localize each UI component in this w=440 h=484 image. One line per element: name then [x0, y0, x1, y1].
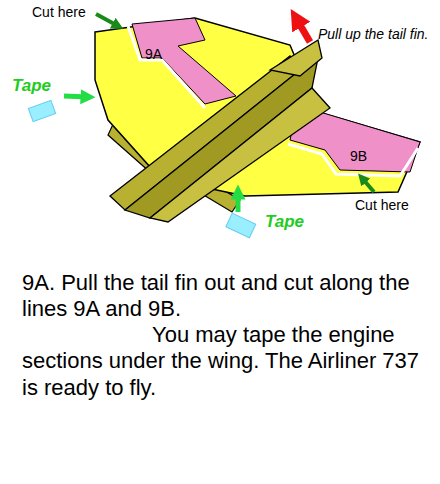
tape-label: Tape — [265, 212, 325, 232]
cut-arrow — [362, 178, 374, 192]
section-label: 9B — [350, 148, 380, 164]
cut-arrow — [96, 14, 118, 26]
section-label: 9A — [145, 46, 175, 62]
cut-line — [128, 26, 205, 108]
tape-label: Tape — [12, 76, 72, 96]
cut-label: Cut here — [32, 4, 112, 20]
pull-arrow — [296, 18, 310, 42]
fuselage-keel — [150, 88, 330, 222]
cut-line — [288, 144, 418, 176]
tape-arrow — [64, 96, 88, 97]
tape-piece — [28, 100, 55, 121]
fuselage-side — [125, 58, 318, 218]
instruction-text: 9A. Pull the tail fin out and cut along … — [22, 270, 427, 323]
tape-piece — [226, 213, 256, 238]
instruction-text: You may tape the engine sections under t… — [22, 322, 427, 401]
instruction-note: Pull up the tail fin. — [318, 26, 436, 42]
tail-fin — [270, 40, 322, 76]
cut-section-9a — [132, 18, 236, 104]
cut-label: Cut here — [355, 197, 435, 213]
tape-arrow — [236, 192, 241, 212]
